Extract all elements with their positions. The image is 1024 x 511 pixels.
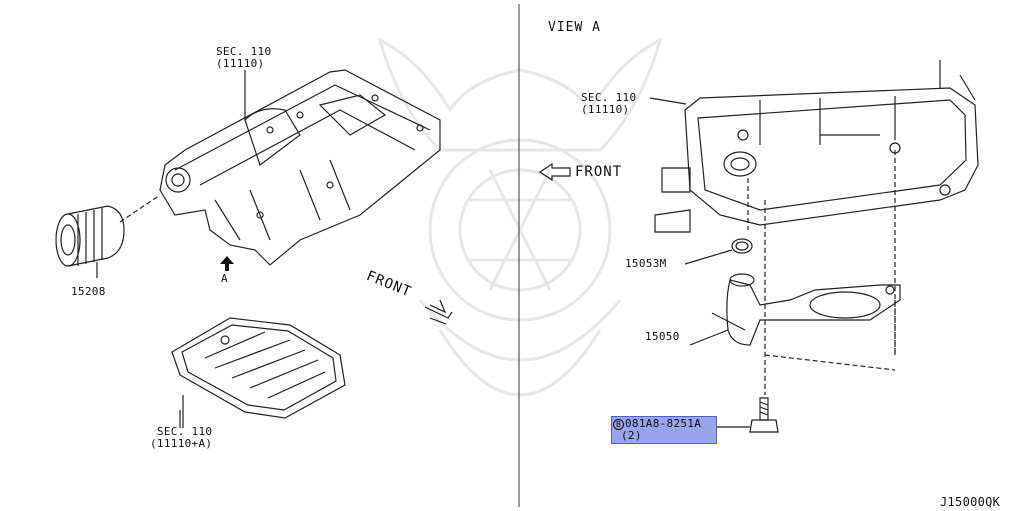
view-a-marker-label: A bbox=[221, 272, 228, 285]
bolt-part-number: 081A8-8251A bbox=[625, 417, 702, 430]
alignment-lines bbox=[747, 150, 896, 395]
sec-lower-code: (11110+A) bbox=[150, 437, 213, 450]
sec-upper-number: SEC. 110 bbox=[216, 45, 272, 58]
bolt-part-highlight[interactable] bbox=[611, 416, 717, 444]
sec-lower-number: SEC. 110 bbox=[156, 425, 213, 438]
sec-lower-label: SEC. 110(11110+A) bbox=[150, 426, 212, 450]
sec-right-label: SEC. 110(11110) bbox=[581, 92, 636, 116]
oil-strainer-drawing bbox=[689, 273, 901, 346]
bolt-drawing bbox=[716, 397, 779, 433]
figure-code: J15000QK bbox=[940, 495, 1001, 509]
strainer-part-label: 15050 bbox=[645, 330, 680, 343]
view-a-arrow bbox=[220, 256, 234, 271]
gasket-drawing bbox=[684, 238, 753, 265]
oil-filter-drawing bbox=[55, 194, 161, 278]
front-arrow-left-panel bbox=[424, 299, 453, 325]
sec-upper-code: (11110) bbox=[216, 57, 265, 70]
gasket-part-label: 15053M bbox=[625, 257, 667, 270]
front-arrow-right-panel bbox=[538, 162, 571, 182]
view-a-title: VIEW A bbox=[548, 20, 601, 35]
bolt-quantity: (2) bbox=[621, 429, 642, 442]
strainer-leader bbox=[711, 312, 746, 331]
sec-right-number: SEC. 110 bbox=[581, 91, 637, 104]
oil-filter-part-label: 15208 bbox=[71, 285, 106, 298]
oil-pan-view-a-drawing bbox=[649, 60, 979, 233]
sec-right-code: (11110) bbox=[581, 103, 630, 116]
front-label-right: FRONT bbox=[575, 164, 623, 180]
lower-oil-pan-drawing bbox=[171, 317, 346, 428]
sec-upper-label: SEC. 110(11110) bbox=[216, 46, 271, 70]
upper-oil-pan-drawing bbox=[159, 69, 441, 266]
